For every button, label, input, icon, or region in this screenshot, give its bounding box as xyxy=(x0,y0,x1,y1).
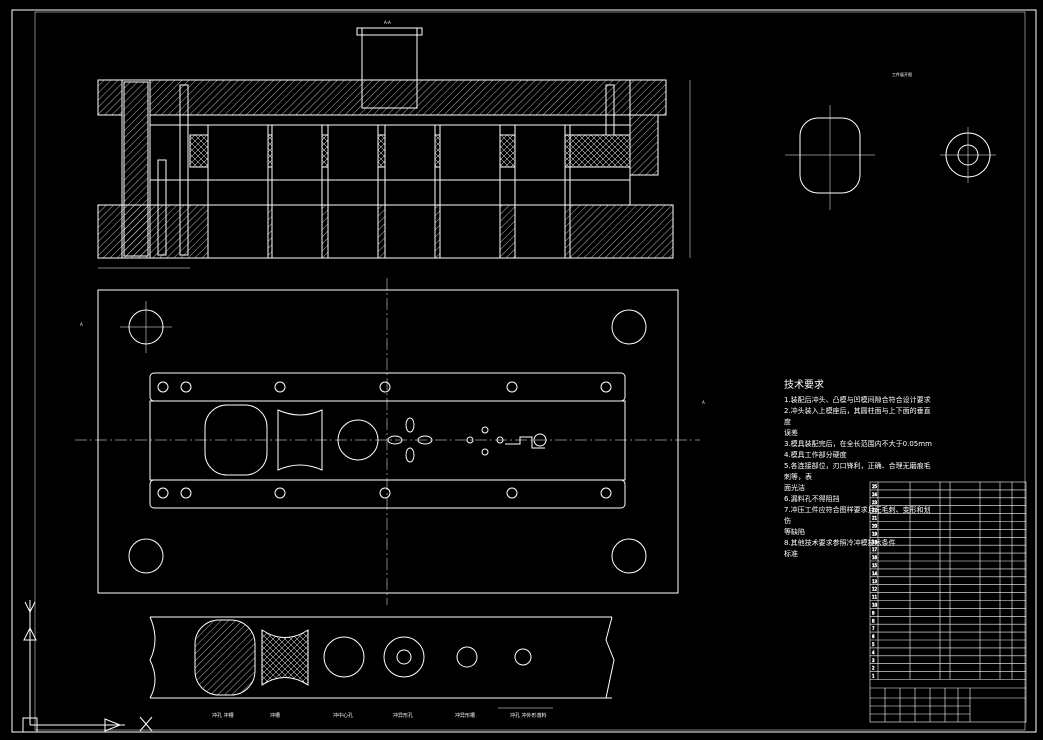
ucs-icon xyxy=(22,600,153,733)
tech-line: 误差 xyxy=(784,429,798,437)
tech-lines: 1.装配后冲头、凸模与凹模间隙合符合设计要求 2.冲头装入上模座后，其圆柱面与上下… xyxy=(784,395,934,560)
table-row-number: 25 xyxy=(872,484,878,489)
part-views xyxy=(785,105,996,210)
table-row-number: 16 xyxy=(872,555,878,560)
table-row-number: 21 xyxy=(872,516,878,521)
tech-line: 3.模具装配完后，在全长范围内不大于0.05mm xyxy=(784,440,932,448)
table-row-number: 15 xyxy=(872,563,878,568)
parts-table: 2524232221201918171615141312111098765432… xyxy=(869,481,1027,723)
table-row-number: 11 xyxy=(872,595,878,600)
table-row-number: 1 xyxy=(872,674,875,679)
station-label: 冲槽 xyxy=(270,713,281,719)
table-row-number: 7 xyxy=(872,626,875,631)
tech-line: 7.冲压工件应符合图样要求且无毛刺、变形和划伤 xyxy=(784,506,931,525)
tech-line: 标准 xyxy=(784,550,798,558)
section-label: A-A xyxy=(384,20,391,25)
table-row-number: 6 xyxy=(872,634,875,639)
table-row-number: 8 xyxy=(872,618,875,623)
table-row-number: 19 xyxy=(872,531,878,536)
table-row-number: 4 xyxy=(872,650,875,655)
outer-frame xyxy=(11,9,1037,733)
tech-line: 1.装配后冲头、凸模与凹模间隙合符合设计要求 xyxy=(784,396,931,404)
blank-title: 工件展开图 xyxy=(892,71,912,77)
table-border xyxy=(869,481,1027,723)
table-row-number: 17 xyxy=(872,547,878,552)
table-row-number: 23 xyxy=(872,500,878,505)
table-row-number: 9 xyxy=(872,610,875,615)
table-row-number: 10 xyxy=(872,603,878,608)
station-label: 冲异形槽 xyxy=(455,713,476,719)
tech-title: 技术要求 xyxy=(784,380,824,391)
tech-line: 等缺陷 xyxy=(784,528,805,536)
table-row-number: 22 xyxy=(872,508,878,513)
table-row-number: 14 xyxy=(872,571,878,576)
table-row-number: 2 xyxy=(872,666,875,671)
station-label: 冲孔 冲槽 xyxy=(212,713,234,719)
tech-line: 面光洁 xyxy=(784,484,805,492)
table-row-number: 13 xyxy=(872,579,878,584)
table-row-number: 12 xyxy=(872,587,878,592)
table-row-number: 18 xyxy=(872,539,878,544)
strip-layout xyxy=(149,616,615,709)
table-row-number: 24 xyxy=(872,492,878,497)
tech-line: 2.冲头装入上模座后，其圆柱面与上下面的垂直度 xyxy=(784,407,931,426)
tech-requirements: 技术要求 1.装配后冲头、凸模与凹模间隙合符合设计要求 2.冲头装入上模座后，其圆… xyxy=(784,380,934,560)
plan-marker-right: A xyxy=(702,400,705,405)
station-label: 冲孔 冲外形落料 xyxy=(510,713,547,719)
station-label: 冲异形孔 xyxy=(393,713,414,719)
tech-line: 8.其他技术要求参照冷冲模技术条件 xyxy=(784,539,896,547)
plan-marker-left: A xyxy=(80,322,83,327)
table-row-number: 20 xyxy=(872,524,878,529)
tech-line: 6.漏料孔不得阻挡 xyxy=(784,495,840,503)
tech-line: 4.模具工作部分硬度 xyxy=(784,451,847,459)
table-row-number: 5 xyxy=(872,642,875,647)
station-label: 冲中心孔 xyxy=(333,713,354,719)
table-row-number: 3 xyxy=(872,658,875,663)
tech-line: 5.各连接部位，刃口锋利，正确、合理无磨痕毛刺等，表 xyxy=(784,462,931,481)
section-view xyxy=(97,27,691,269)
inner-frame xyxy=(34,11,1026,731)
plan-view xyxy=(75,278,700,605)
